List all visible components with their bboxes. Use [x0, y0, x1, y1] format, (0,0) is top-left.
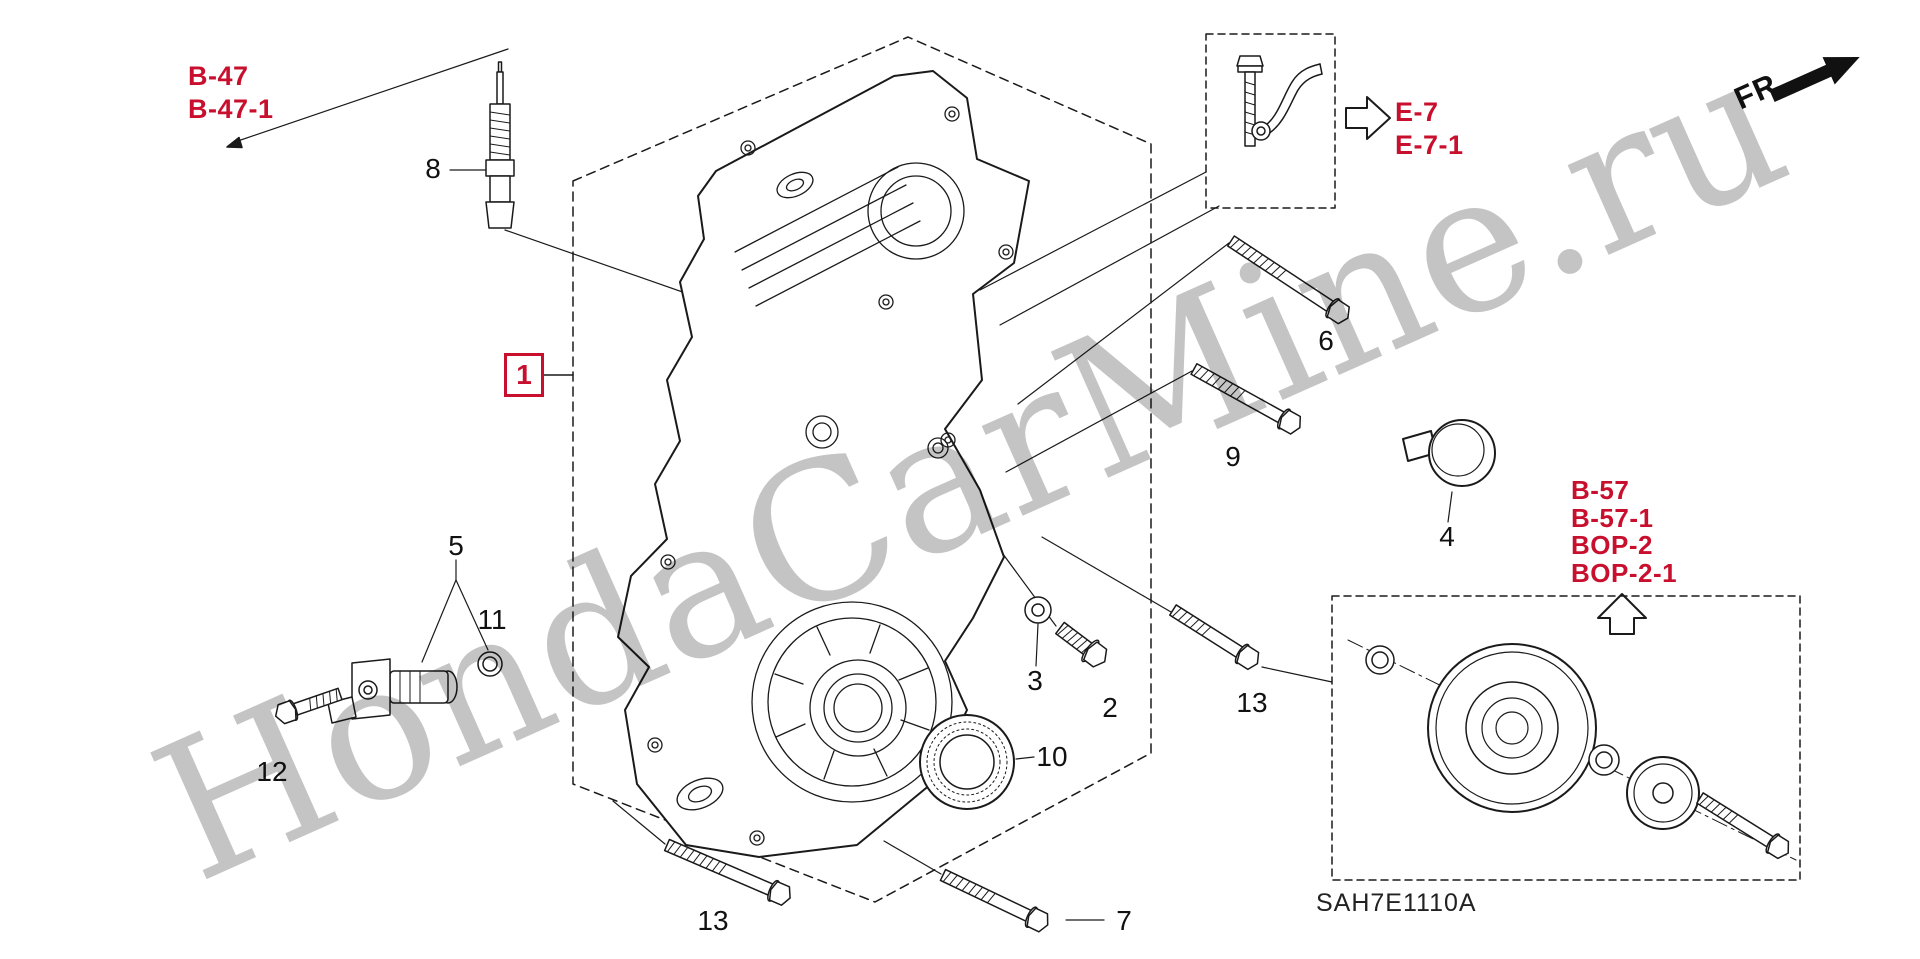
- fr-arrow-icon: [1769, 56, 1860, 102]
- callout-5[interactable]: 5: [448, 530, 464, 561]
- diagram-code: SAH7E1110A: [1316, 889, 1477, 917]
- callout-8[interactable]: 8: [425, 153, 441, 184]
- callout-3[interactable]: 3: [1027, 665, 1043, 696]
- arrow-to-e7: [1345, 96, 1391, 140]
- part-7-bolt-drawing: [939, 868, 1049, 933]
- callout-13-bottom[interactable]: 13: [697, 905, 729, 936]
- tensioner-washer-plate-drawing: [1626, 756, 1700, 830]
- callout-11[interactable]: 11: [477, 604, 507, 635]
- part-1-chain-case-drawing: [617, 70, 1030, 858]
- tensioner-inset-box: [1331, 595, 1801, 881]
- part-13-bolt-bottom-drawing: [663, 838, 791, 906]
- ground-cable-drawing: [1236, 55, 1323, 147]
- ref-label-e7[interactable]: E-7 E-7-1: [1395, 96, 1464, 162]
- part-8-drawing: [485, 61, 515, 229]
- callout-2[interactable]: 2: [1102, 692, 1118, 723]
- tensioner-spacer-drawing: [1588, 744, 1620, 776]
- callout-4[interactable]: 4: [1439, 521, 1455, 552]
- tensioner-axis-line: [1347, 639, 1797, 861]
- ref-label-b57[interactable]: B-57 B-57-1 BOP-2 BOP-2-1: [1571, 475, 1678, 588]
- part-2-bolt-drawing: [1055, 621, 1108, 668]
- part-10-oil-seal-drawing: [919, 714, 1015, 810]
- tensioner-pulley-drawing: [1427, 643, 1597, 813]
- part-13-bolt-right-drawing: [1169, 604, 1260, 671]
- e7-inset-box: [1205, 33, 1336, 209]
- callout-7[interactable]: 7: [1116, 905, 1132, 936]
- ref-e7-line2: E-7-1: [1395, 130, 1464, 160]
- part-6-bolt-drawing: [1226, 235, 1350, 325]
- callout-10[interactable]: 10: [1036, 741, 1068, 772]
- part-3-washer-drawing: [1024, 596, 1052, 624]
- tensioner-bolt-drawing: [1696, 792, 1790, 860]
- tensioner-bushing-drawing: [1365, 645, 1395, 675]
- ref-e7-line1: E-7: [1395, 97, 1439, 127]
- ref-b57-line1: B-57: [1571, 475, 1630, 505]
- callout-12[interactable]: 12: [256, 756, 288, 787]
- ref-b57-line2: B-57-1: [1571, 502, 1654, 533]
- ref-b57-line4: BOP-2-1: [1571, 557, 1678, 588]
- ref-label-b47[interactable]: B-47 B-47-1: [188, 60, 274, 126]
- ref-b47-line1: B-47: [188, 61, 249, 91]
- arrow-to-b57: [1597, 593, 1647, 635]
- callout-1[interactable]: 1: [504, 353, 544, 397]
- part-4-cap-drawing: [1402, 419, 1496, 487]
- callout-6[interactable]: 6: [1318, 325, 1334, 356]
- callout-9[interactable]: 9: [1225, 441, 1241, 472]
- callout-13-right[interactable]: 13: [1236, 687, 1268, 718]
- part-5-sensor-drawing: [327, 658, 458, 724]
- part-9-bolt-drawing: [1190, 363, 1302, 435]
- b47-leader-arrowhead: [226, 136, 243, 149]
- ref-b47-line2: B-47-1: [188, 94, 274, 124]
- part-12-bolt-drawing: [274, 687, 343, 725]
- callout-1-label: 1: [516, 359, 532, 390]
- part-11-oring-drawing: [477, 651, 503, 677]
- ref-b57-line3: BOP-2: [1571, 530, 1653, 560]
- assembly-boundary-dashed: [572, 36, 1152, 903]
